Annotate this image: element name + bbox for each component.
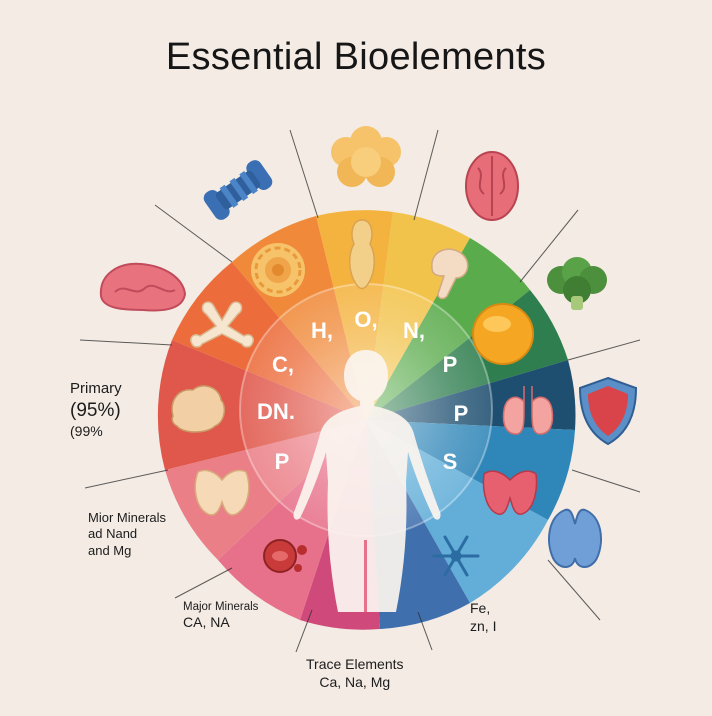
leader-line (295, 609, 313, 653)
leader-line (174, 567, 233, 599)
shield-icon (578, 376, 638, 446)
fe-line-2: zn, I (470, 617, 497, 634)
brain-icon (465, 151, 519, 221)
bone-icon (189, 301, 255, 348)
page-title: Essential Bioelements (165, 36, 547, 78)
primary-percent: (95%) (70, 399, 121, 421)
minor-minerals-label: Mior Minerals ad Nand and Mg (88, 510, 166, 559)
symbol-o: O, (354, 307, 377, 332)
symbol-p-1: P (443, 352, 458, 377)
trace-elements-label: Trace Elements Ca, Na, Mg (306, 656, 404, 691)
snowflake-icon (432, 535, 480, 577)
lungs-icon (502, 386, 554, 435)
pancreas-icon (194, 469, 250, 516)
fe-zn-label: Fe, zn, I (470, 600, 496, 635)
kidney-icon (548, 508, 602, 568)
leader-line (84, 469, 169, 489)
trace-title: Trace Elements (306, 656, 404, 672)
element-symbols: H, O, N, P P S P DN. C, (257, 307, 468, 474)
leader-line (547, 559, 601, 621)
blood-cells-icon (263, 539, 307, 573)
minor-title: Mior Minerals (88, 510, 167, 525)
symbol-s: S (443, 449, 458, 474)
thyroid-icon (482, 470, 538, 515)
sunflower-icon (251, 243, 305, 297)
minor-line-2: ad Nand (88, 526, 138, 542)
symbol-p-3: P (275, 449, 290, 474)
spine-line (364, 540, 367, 612)
primary-label: Primary (95%) (99% (70, 380, 122, 440)
leader-line (571, 469, 641, 493)
symbol-c: C, (272, 352, 294, 377)
orange-icon (472, 303, 534, 365)
major-title: Major Minerals (183, 601, 259, 613)
leader-line (519, 209, 579, 283)
dumbbell-icon (203, 160, 273, 220)
trace-elements: Ca, Na, Mg (319, 673, 391, 690)
fe-line-1: Fe, (470, 600, 491, 616)
broccoli-icon (547, 257, 607, 310)
symbol-p-2: P (454, 401, 469, 426)
liver-icon (99, 262, 187, 312)
leader-line (289, 129, 319, 219)
mushroom-icon (431, 248, 469, 300)
leader-line (79, 339, 173, 346)
leader-line (154, 204, 233, 263)
brain-icon (171, 385, 226, 433)
minor-line-3: and Mg (88, 542, 132, 558)
leader-line (413, 129, 439, 221)
symbol-dn: DN. (257, 399, 295, 424)
leader-line (567, 339, 641, 361)
human-silhouette (293, 350, 441, 612)
major-minerals-label: Major Minerals CA, NA (183, 600, 258, 632)
symbol-h: H, (311, 318, 333, 343)
major-elements: CA, NA (183, 614, 230, 631)
primary-title: Primary (70, 380, 122, 397)
cauliflower-icon (331, 126, 401, 187)
peanut-icon (349, 219, 375, 290)
leader-line (417, 611, 433, 651)
primary-percent-alt: (99% (70, 422, 103, 439)
leader-lines (79, 129, 641, 653)
symbol-n: N, (403, 318, 425, 343)
